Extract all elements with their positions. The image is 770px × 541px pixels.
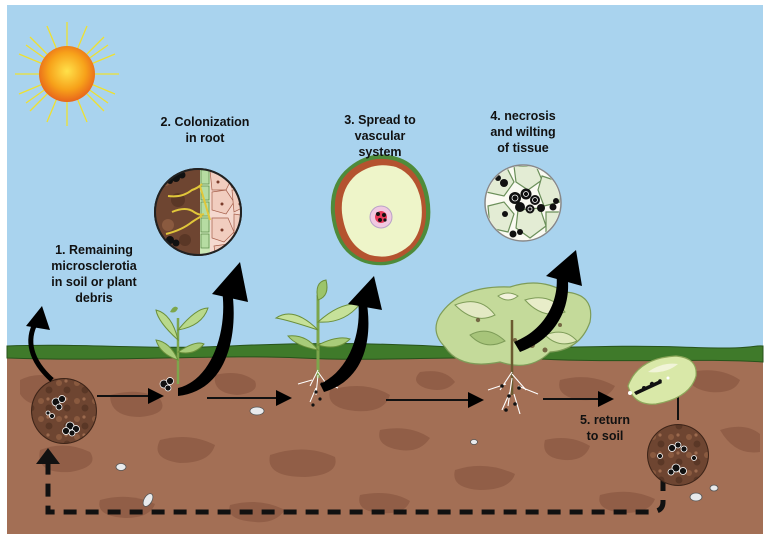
stage2-label: 2. Colonization in root [150,114,260,146]
pebbles [115,406,719,507]
progression-arrows [97,388,679,420]
stage2-label-line: in root [185,131,225,145]
stage5-label: 5. return to soil [565,412,645,444]
stage1-label-line: debris [75,291,113,305]
stage4-label-line: and wilting [490,125,556,139]
stage3-label-line: system [358,145,402,159]
stage5-label-line: to soil [586,429,624,443]
stage4-label: 4. necrosis and wilting of tissue [468,108,578,156]
young-plant-icon [274,279,361,407]
return-path-arrowhead [36,448,60,464]
necrotic-tissue-icon [484,164,562,242]
stage2-arrow [178,262,248,396]
stage5-label-line: 5. return [579,413,630,427]
vascular-cross-section-icon [330,154,431,266]
stage3-label-line: 3. Spread to [344,113,416,127]
stage2-label-line: 2. Colonization [160,115,250,129]
grass-strip [6,342,764,363]
sun-icon [15,22,119,126]
microsclerotia-icon [31,378,97,444]
stage4-arrow [514,250,582,352]
return-path-arrow [45,462,666,515]
stage3-label-line: vascular [354,129,406,143]
stage1-label-line: 1. Remaining [55,243,133,257]
stage1-label-line: in soil or plant [51,275,137,289]
stage1-label: 1. Remaining microsclerotia in soil or p… [38,242,150,306]
stage1-arrow [26,306,54,382]
stage4-label-line: of tissue [497,141,549,155]
stage3-arrow [320,276,382,392]
stage1-label-line: microsclerotia [51,259,137,273]
fallen-leaf-icon [627,355,697,405]
stage3-label: 3. Spread to vascular system [325,112,435,160]
microsclerotia-icon-return [647,424,709,486]
stage4-label-line: 4. necrosis [490,109,556,123]
seedling-icon [155,306,209,392]
